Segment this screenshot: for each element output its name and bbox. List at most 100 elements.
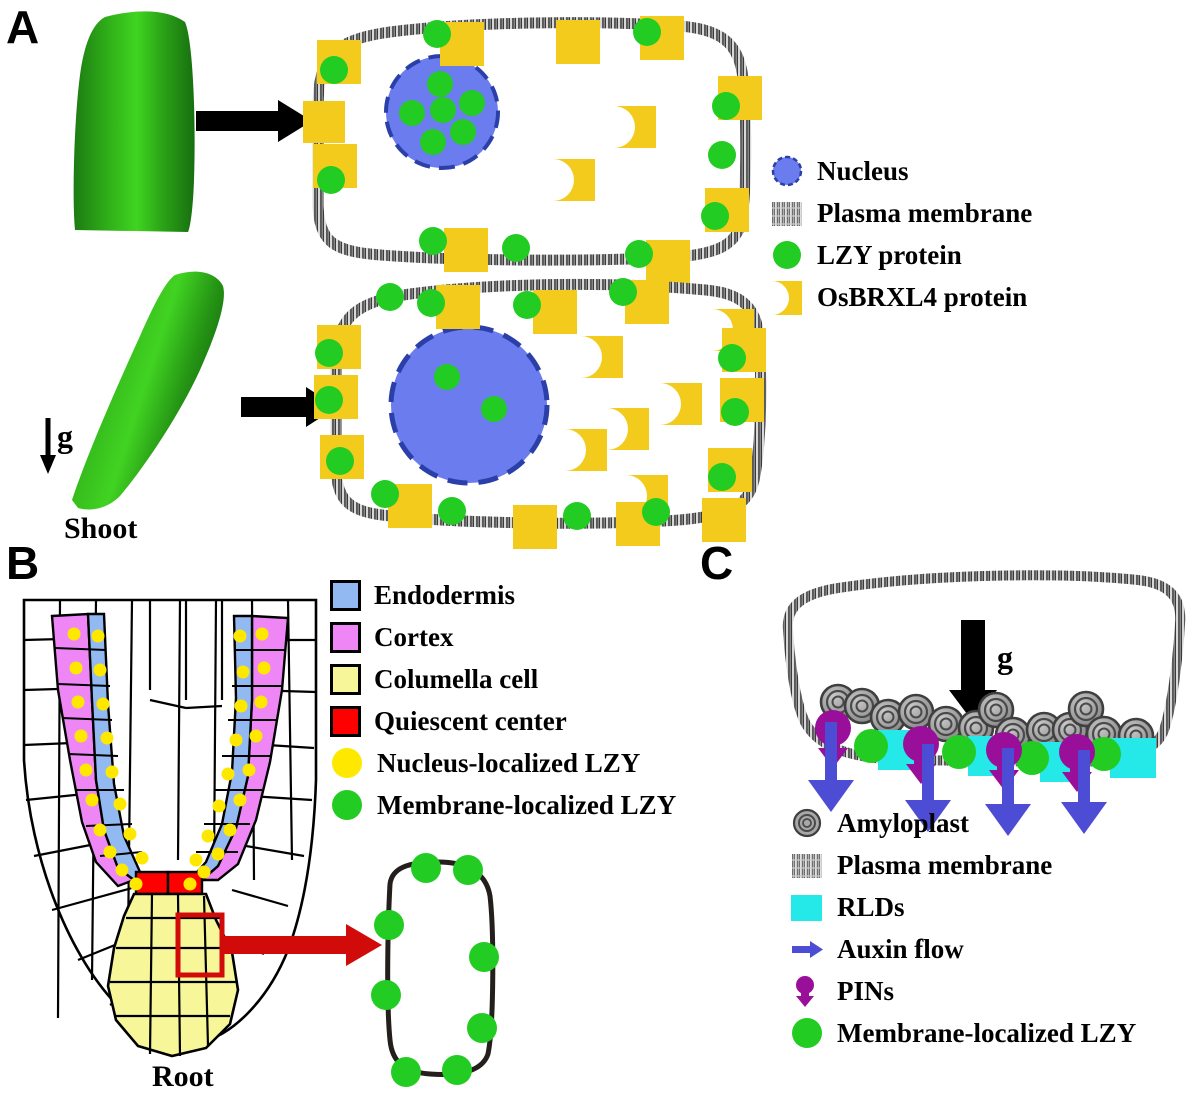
amyloplast [897,693,935,731]
legend-label: Cortex [374,621,454,652]
legend-item-membrane-lzy: Membrane-localized LZY [330,784,676,826]
auxin-flow-arrow [985,748,1031,836]
osbrxl4-protein [614,106,656,148]
columella-cell-walls [110,893,238,1057]
legend-item-rlds: RLDs [790,886,1136,928]
legend-label: Plasma membrane [837,849,1053,880]
legend-label: LZY protein [817,239,962,270]
membrane-lzy-dot-icon [330,788,364,822]
legend-item-nucleus-lzy: Nucleus-localized LZY [330,742,676,784]
legend-item-auxin-flow: Auxin flow [790,928,1136,970]
osbrxl4-protein [565,429,607,471]
shoot-upright-illustration [73,11,195,232]
legend-item-cortex: Cortex [330,616,676,658]
cell-gravistimulated [314,278,767,549]
pin-protein-icon [790,972,824,1010]
membrane-lzy-set [315,278,749,530]
panel-c-legend: Amyloplast Plasma membrane RLDs Auxin fl… [790,802,1136,1054]
panel-a-legend: Nucleus Plasma membrane LZY protein OsBR… [770,150,1032,318]
nucleus-upright [384,54,500,170]
membrane-lzy-dot-icon [790,1016,824,1050]
auxin-flow-arrow [808,722,854,812]
legend-item-plasma-membrane: Plasma membrane [770,192,1032,234]
panel-c-membrane-lzy-group [854,729,1121,775]
panel-b-legend: Endodermis Cortex Columella cell Quiesce… [330,574,676,826]
auxin-flow-group [808,722,1107,836]
osbrxl4-protein [553,159,595,201]
legend-item-membrane-lzy-c: Membrane-localized LZY [790,1012,1136,1054]
nucleus-lzy-dot-icon [330,746,364,780]
columella-cell-inset [371,853,499,1087]
legend-label: Nucleus-localized LZY [377,747,641,778]
legend-item-plasma-membrane-c: Plasma membrane [790,844,1136,886]
nucleus-lzy-dot [399,100,425,126]
panel-label-a: A [6,1,40,53]
legend-label: Nucleus [817,155,909,186]
legend-item-quiescent-center: Quiescent center [330,700,676,742]
membrane-osbrxl4-set [303,16,762,284]
rld-swatch-icon [790,890,824,924]
legend-item-amyloplast: Amyloplast [790,802,1136,844]
panel-b-root-diagram [22,598,499,1087]
amyloplast-icon [790,806,824,840]
nucleus-lzy-dot [450,119,476,145]
legend-label: Amyloplast [837,807,970,838]
cortex-swatch-icon [330,621,361,653]
legend-item-nucleus: Nucleus [770,150,1032,192]
magnify-pointer-arrow [222,924,382,966]
nucleus-lzy-dot [430,97,456,123]
legend-item-endodermis: Endodermis [330,574,676,616]
plasma-membrane-hatch-icon [770,196,804,230]
legend-label: OsBRXL4 protein [817,281,1028,312]
cell-upright [303,16,762,284]
amyloplast [977,691,1015,729]
legend-label: Endodermis [374,579,516,610]
cytosolic-osbrxl4-group [553,106,656,201]
plasma-membrane-hatch-icon [790,848,824,882]
columella-swatch-icon [330,663,361,695]
endodermis-swatch-icon [330,579,361,611]
nucleus-lzy-dot [434,364,460,390]
legend-item-lzy-protein: LZY protein [770,234,1032,276]
inset-membrane-lzy-group [371,853,499,1087]
root-caption: Root [152,1060,214,1093]
legend-label: Quiescent center [374,705,567,736]
gravity-arrow-shoot [40,418,56,474]
nucleus-localized-lzy-group [67,627,271,891]
nucleus-gravistimulated [388,324,550,486]
panel-label-b: B [6,537,40,589]
panel-label-c: C [700,537,734,589]
legend-item-columella: Columella cell [330,658,676,700]
quiescent-center-swatch-icon [330,705,361,737]
amyloplast [1067,690,1105,728]
amyloplast [927,705,965,743]
legend-label: Membrane-localized LZY [377,789,677,820]
shoot-tilted-illustration [72,271,224,510]
osbrxl4-protein [607,408,649,450]
nucleus-lzy-dot [481,396,507,422]
membrane-complex-group-upright [303,16,762,284]
legend-label: PINs [837,975,895,1006]
legend-label: Columella cell [374,663,539,694]
auxin-flow-arrow-icon [790,932,824,966]
legend-item-pins: PINs [790,970,1136,1012]
legend-item-osbrxl4: OsBRXL4 protein [770,276,1032,318]
shoot-caption: Shoot [64,512,138,545]
gravity-label-a: g [57,418,73,454]
nucleus-circle-icon [770,154,804,188]
legend-label: Plasma membrane [817,197,1033,228]
file-cell-divisions [54,647,286,857]
legend-label: RLDs [837,891,905,922]
legend-label: Membrane-localized LZY [837,1017,1137,1048]
amyloplast-group [819,683,1155,755]
lzy-protein-dot-icon [770,238,804,272]
nucleus-lzy-dot [427,71,453,97]
gravity-label-c: g [997,639,1013,675]
osbrxl4-protein [581,336,623,378]
membrane-complex-group-gravi [314,278,766,549]
osbrxl4-protein [660,383,702,425]
membrane-lzy-set [317,18,740,268]
nucleus-lzy-dot [459,90,485,116]
